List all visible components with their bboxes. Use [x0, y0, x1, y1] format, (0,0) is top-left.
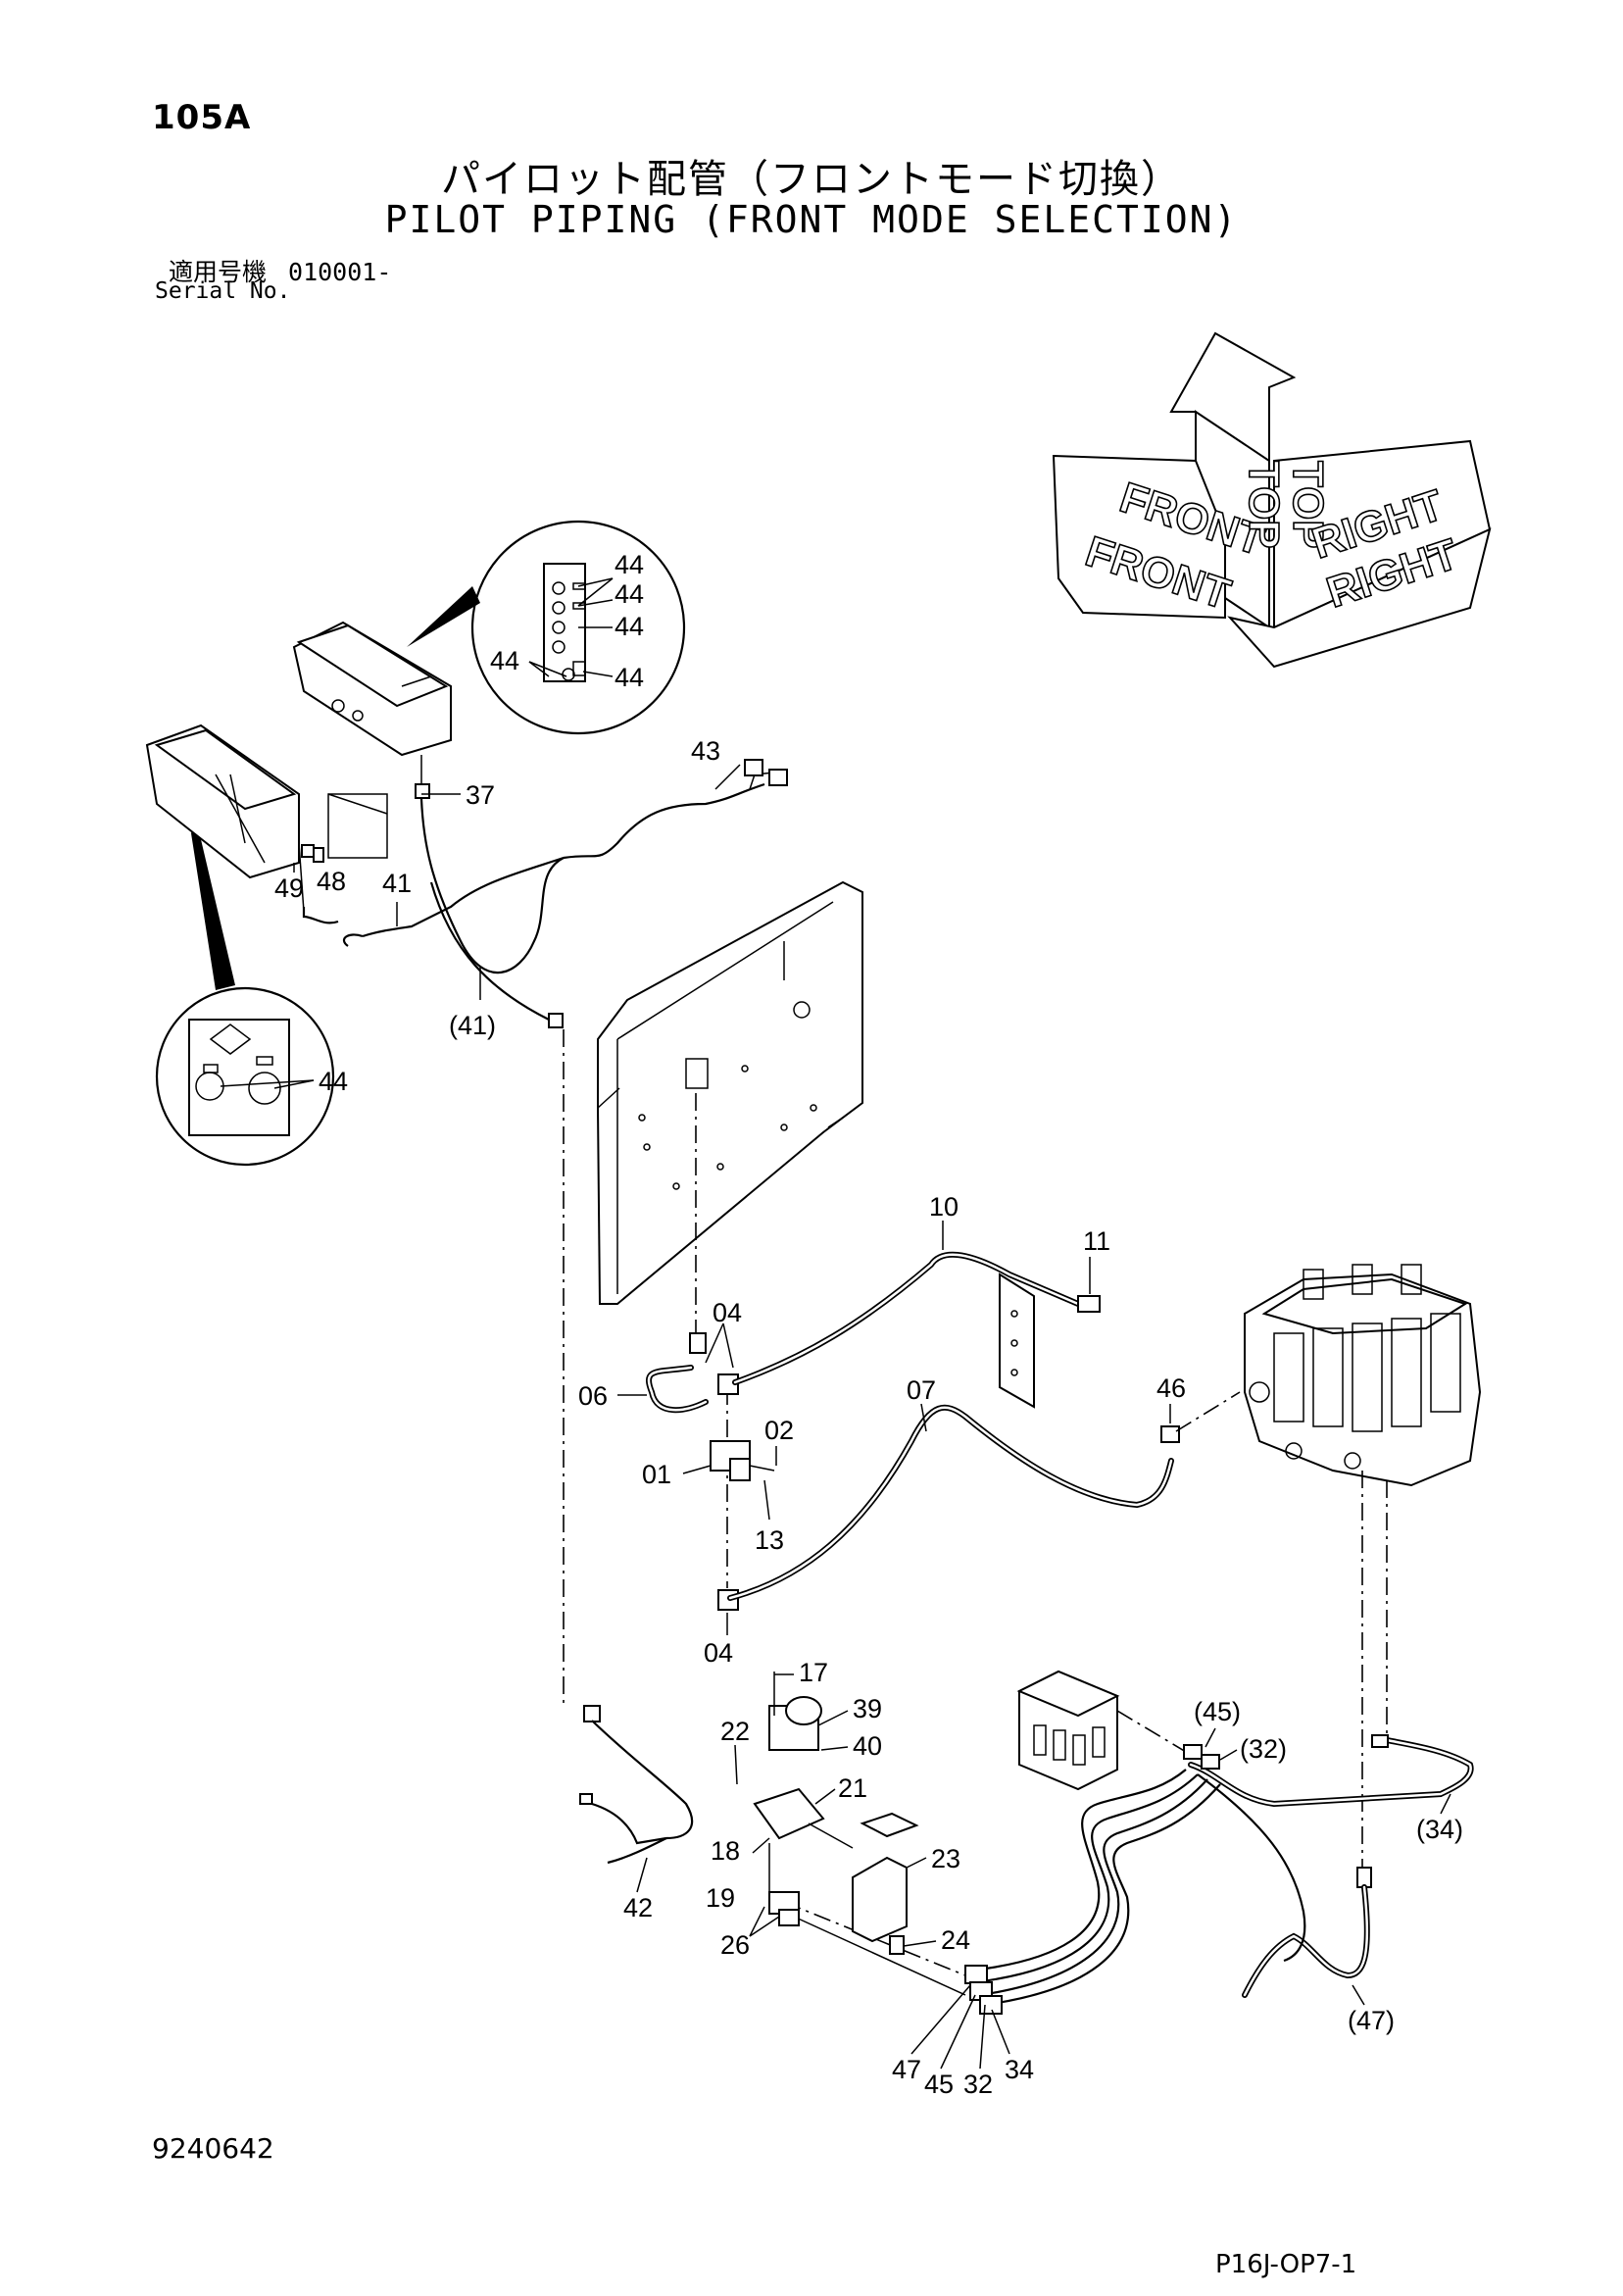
detail-circle-lower: 44 [155, 819, 348, 1167]
callout-01: 01 [642, 1460, 671, 1489]
serial-label-japanese: 適用号機 010001- [169, 253, 391, 288]
callout-37: 37 [466, 780, 495, 810]
page-id: 105A [152, 98, 252, 137]
return-lines: (34) (47) [1188, 1471, 1474, 2035]
callout-41-ref: (41) [449, 1011, 496, 1040]
callout-44: 44 [615, 663, 644, 692]
solenoid-mount: 17 39 40 22 21 18 19 23 24 26 [706, 1658, 970, 1960]
valve-assembly: 06 04 02 01 13 04 [578, 1093, 794, 1668]
hose-bundle: 47 45 32 34 [783, 1769, 1306, 2099]
callout-32-ref: (32) [1240, 1734, 1287, 1764]
serial-number: 010001- [288, 258, 392, 286]
callout-48: 48 [317, 867, 346, 896]
callout-19: 19 [706, 1883, 735, 1913]
callout-43: 43 [691, 736, 720, 766]
right-control-stand [292, 621, 452, 757]
callout-44: 44 [615, 550, 644, 579]
callout-45: 45 [924, 2070, 954, 2099]
switch-wiring [298, 755, 788, 1028]
callout-44: 44 [615, 579, 644, 609]
callout-24: 24 [941, 1925, 970, 1955]
callout-02: 02 [764, 1416, 794, 1445]
document-number: 9240642 [152, 2132, 274, 2165]
detail-circle-upper: 44 44 44 44 44 [407, 520, 686, 735]
callout-34: 34 [1005, 2055, 1034, 2084]
orientation-indicator: FRONT FRONT TOP TOP RIGHT RIGHT [1052, 331, 1492, 669]
serial-label-ja-text: 適用号機 [169, 258, 268, 286]
callout-23: 23 [931, 1844, 960, 1873]
callout-17: 17 [799, 1658, 828, 1687]
front-arrow [1052, 454, 1226, 620]
callout-44: 44 [319, 1067, 348, 1096]
callout-18: 18 [711, 1836, 740, 1866]
callout-26: 26 [720, 1930, 750, 1960]
callout-49: 49 [274, 873, 304, 903]
pipe-07: 07 46 [727, 1373, 1241, 1601]
callout-04: 04 [713, 1298, 742, 1327]
harness-42: 42 [579, 1705, 694, 1922]
callout-21: 21 [838, 1773, 867, 1803]
top-label: TOP [1240, 461, 1288, 549]
callout-46: 46 [1156, 1373, 1186, 1403]
callout-39: 39 [853, 1694, 882, 1723]
sheet-code: P16J-OP7-1 [1215, 2250, 1357, 2279]
callout-41: 41 [382, 869, 412, 898]
callout-07: 07 [907, 1375, 936, 1405]
title-english: PILOT PIPING (FRONT MODE SELECTION) [384, 198, 1239, 241]
callout-47-ref: (47) [1348, 2006, 1395, 2035]
callout-40: 40 [853, 1731, 882, 1761]
solenoid-valve-block: (45) (32) [1016, 1670, 1287, 1791]
pipe-10: 10 11 [732, 1192, 1110, 1409]
callout-10: 10 [929, 1192, 959, 1222]
main-control-valve [1244, 1264, 1482, 1487]
callout-04: 04 [704, 1638, 733, 1668]
callout-44: 44 [615, 612, 644, 641]
callout-44: 44 [490, 646, 519, 675]
title-japanese: パイロット配管（フロントモード切換） [441, 157, 1182, 202]
callout-47: 47 [892, 2055, 921, 2084]
callout-13: 13 [755, 1525, 784, 1555]
callout-11: 11 [1083, 1226, 1110, 1256]
callout-42: 42 [623, 1893, 653, 1922]
callout-06: 06 [578, 1381, 608, 1411]
serial-label-english: Serial No. [155, 278, 291, 304]
callout-45-ref: (45) [1194, 1697, 1241, 1726]
callout-34-ref: (34) [1416, 1815, 1463, 1844]
top-label-shadow: TOP [1284, 461, 1332, 549]
cab-floor-panel [597, 880, 863, 1305]
callout-32: 32 [963, 2070, 993, 2099]
callout-22: 22 [720, 1717, 750, 1746]
left-control-stand [145, 724, 388, 879]
